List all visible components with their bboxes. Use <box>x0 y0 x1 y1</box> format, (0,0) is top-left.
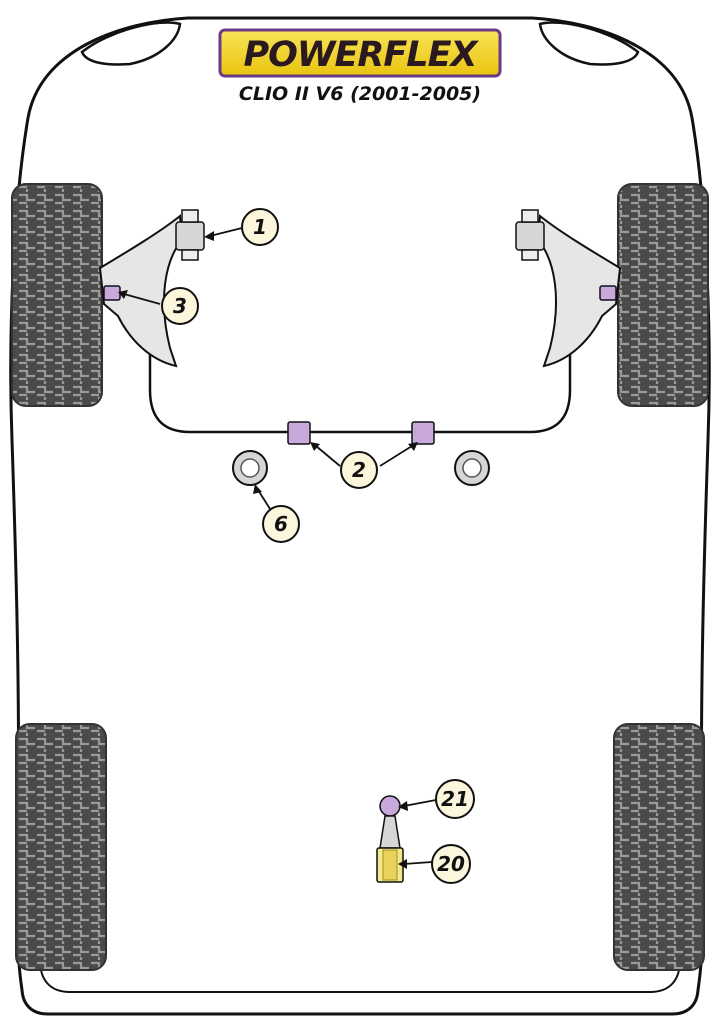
svg-text:1: 1 <box>253 215 267 239</box>
powerflex-logo: POWERFLEX <box>218 28 502 78</box>
callout-6: 6 <box>262 505 300 543</box>
tyre-rear-left <box>15 723 107 971</box>
svg-text:2: 2 <box>352 458 366 482</box>
arrow-heads <box>118 231 418 869</box>
svg-text:20: 20 <box>437 852 465 876</box>
svg-text:POWERFLEX: POWERFLEX <box>244 35 480 75</box>
gear-lever-bush-20 <box>376 847 404 883</box>
bushing-2-right <box>411 421 435 445</box>
gear-lever-knob-21 <box>379 795 401 849</box>
svg-text:6: 6 <box>274 512 288 536</box>
anti-roll-bar <box>148 266 572 434</box>
callout-20: 20 <box>431 844 471 884</box>
bushing-2-left <box>287 421 311 445</box>
bushing-6-right <box>454 450 490 486</box>
headlight-left <box>80 21 182 66</box>
callout-21: 21 <box>435 779 475 819</box>
tyre-front-left <box>11 183 103 407</box>
wishbone-right <box>536 214 622 368</box>
svg-text:21: 21 <box>441 787 469 811</box>
bushing-3-right <box>599 285 617 301</box>
car-body-outline <box>9 16 711 1016</box>
tyre-rear-right <box>613 723 705 971</box>
bushing-1-left <box>175 209 205 261</box>
callout-2: 2 <box>340 451 378 489</box>
wishbone-left <box>98 214 184 368</box>
tyre-front-right <box>617 183 709 407</box>
leader-lines <box>123 227 437 865</box>
model-title: CLIO II V6 (2001-2005) <box>239 83 481 105</box>
bushing-1-right <box>515 209 545 261</box>
svg-text:3: 3 <box>173 294 187 318</box>
floor-pan-line <box>39 959 681 993</box>
headlight-right <box>538 21 640 66</box>
bushing-3-left <box>103 285 121 301</box>
bushing-6-left <box>232 450 268 486</box>
callout-1: 1 <box>241 208 279 246</box>
callout-3: 3 <box>161 287 199 325</box>
